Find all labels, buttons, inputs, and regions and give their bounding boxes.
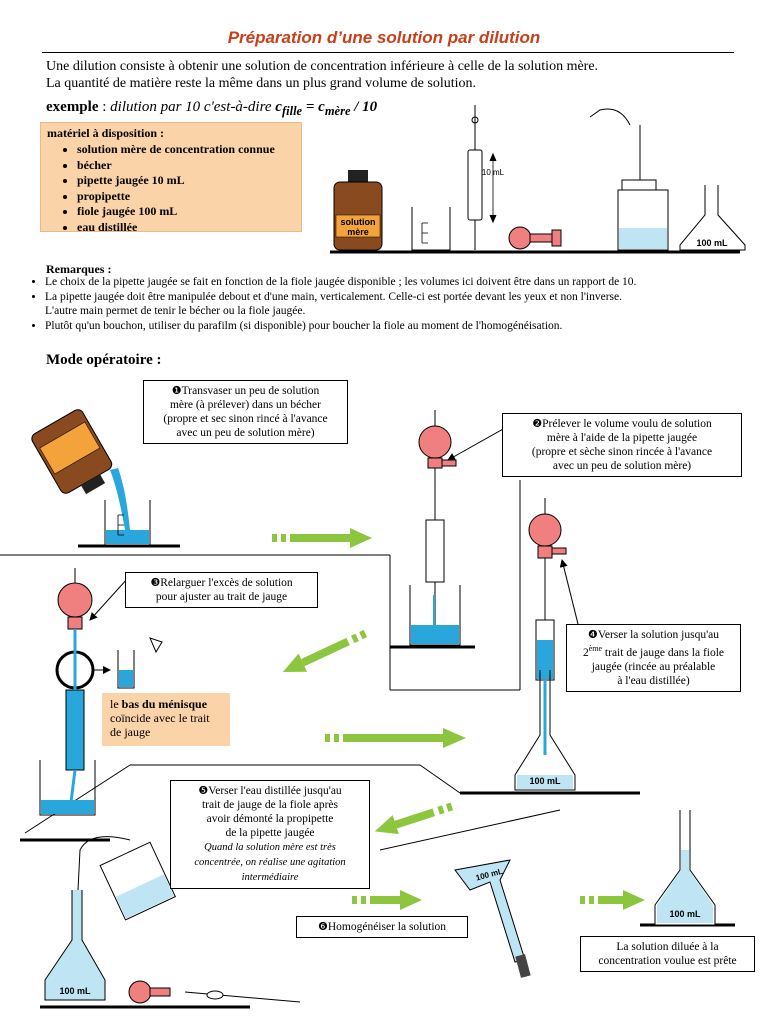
wash-bottle <box>589 108 669 251</box>
remarque-item: La pipette jaugée doit être manipulée de… <box>45 290 746 319</box>
final-box: La solution diluée à la concentration vo… <box>580 936 755 972</box>
menisque-note: le bas du ménisque coïncide avec le trai… <box>102 693 230 746</box>
arrow-step5-to-6 <box>352 890 422 910</box>
beaker <box>411 207 451 251</box>
flask-label: 100 mL <box>696 238 728 248</box>
materiel-item: solution mère de concentration connue <box>77 142 295 158</box>
exemple-fille: fille <box>281 104 303 118</box>
bottle-label-1: solution <box>341 217 376 227</box>
volumetric-flask: 100 mL <box>679 185 746 251</box>
intro-text: Une dilution consiste à obtenir une solu… <box>46 58 736 92</box>
remarque-item: Le choix de la pipette jaugée se fait en… <box>45 275 746 290</box>
intro-line-1: Une dilution consiste à obtenir une solu… <box>46 59 599 74</box>
step1-box: ❶Transvaser un peu de solution mère (à p… <box>143 380 348 444</box>
step6-number: ❻ <box>317 920 328 933</box>
step3-pipette-adjust <box>39 568 163 816</box>
exemple-colon: : <box>98 99 111 115</box>
materiel-title: matériel à disposition : <box>47 126 164 140</box>
step4-box: ❹Verser la solution jusqu'au 2ème trait … <box>566 624 741 692</box>
bench-lines <box>20 544 735 1009</box>
step4-number: ❹ <box>587 628 598 641</box>
arrow-step3-to-4 <box>325 728 466 748</box>
materiel-item: fiole jaugée 100 mL <box>77 204 295 220</box>
step3-number: ❸ <box>150 576 161 589</box>
arrow-step6-to-final <box>580 890 645 910</box>
arrow-step1-to-2 <box>272 528 372 548</box>
equipment-illustration: solution mère 10 mL 100 mL <box>330 105 746 254</box>
exemple-div: / 10 <box>350 99 378 115</box>
stock-bottle: solution mère <box>333 170 383 251</box>
final-flask-label: 100 mL <box>669 909 701 919</box>
materiel-item: pipette jaugée 10 mL <box>77 173 295 189</box>
remarque-item: Plutôt qu'un bouchon, utiliser du parafi… <box>45 319 746 334</box>
materiel-item: eau distillée <box>77 220 295 236</box>
materiel-list: solution mère de concentration connue bé… <box>47 142 295 235</box>
step1-pouring-bottle <box>31 409 151 546</box>
bottle-label-2: mère <box>347 227 369 237</box>
page-title: Préparation d’une solution par dilution <box>227 28 541 47</box>
materiel-box: matériel à disposition : solution mère d… <box>40 122 302 235</box>
step2-box: ❷Prélever le volume voulu de solution mè… <box>502 413 742 477</box>
final-flask: 100 mL <box>654 810 716 926</box>
exemple-label: exemple <box>46 99 99 115</box>
materiel-item: propipette <box>77 189 295 205</box>
step5-fill-flask: 100 mL <box>44 836 301 1004</box>
step1-number: ❶ <box>171 384 182 397</box>
step5-number: ❺ <box>198 784 209 797</box>
exemple-line: exemple : dilution par 10 c'est-à-dire c… <box>46 99 377 119</box>
flow-arrows <box>272 528 645 910</box>
step3-box: ❸Relarguer l'excès de solution pour ajus… <box>125 572 318 608</box>
exemple-text: dilution par 10 c'est-à-dire <box>110 99 276 115</box>
step4-flask-label: 100 mL <box>529 776 561 786</box>
step2-pipette-beaker <box>409 410 461 646</box>
step5-box: ❺Verser l'eau distillée jusqu'au trait d… <box>170 780 370 889</box>
materiel-item: bécher <box>77 158 295 174</box>
step2-number: ❷ <box>532 417 543 430</box>
remarques-title: Remarques : <box>46 262 112 276</box>
exemple-eq: = c <box>302 99 325 115</box>
title-divider <box>42 52 734 53</box>
mode-operatoire-title: Mode opératoire : <box>46 352 162 368</box>
exemple-mere: mère <box>324 104 351 118</box>
procedure-diagram: 100 mL 100 mL 100 mL 100 mL <box>0 409 735 1009</box>
pointer-arrows <box>89 423 581 633</box>
pipette-label: 10 mL <box>482 168 505 177</box>
step6-box: ❻Homogénéiser la solution <box>296 916 468 938</box>
step4-pipette-flask: 100 mL <box>514 498 576 791</box>
arrow-step2-to-3 <box>282 629 368 672</box>
step6-homogenize: 100 mL <box>454 859 531 978</box>
arrow-step4-to-5 <box>374 802 454 835</box>
step5-flask-label: 100 mL <box>59 986 91 996</box>
intro-line-2: La quantité de matière reste la même dan… <box>46 76 476 91</box>
propipette <box>508 226 562 250</box>
volumetric-pipette: 10 mL <box>467 105 505 250</box>
separator-lines <box>0 480 561 851</box>
remarques-list: Le choix de la pipette jaugée se fait en… <box>30 275 746 333</box>
exemple-c: c <box>275 99 282 115</box>
menisque-bold: bas du ménisque <box>121 697 208 711</box>
